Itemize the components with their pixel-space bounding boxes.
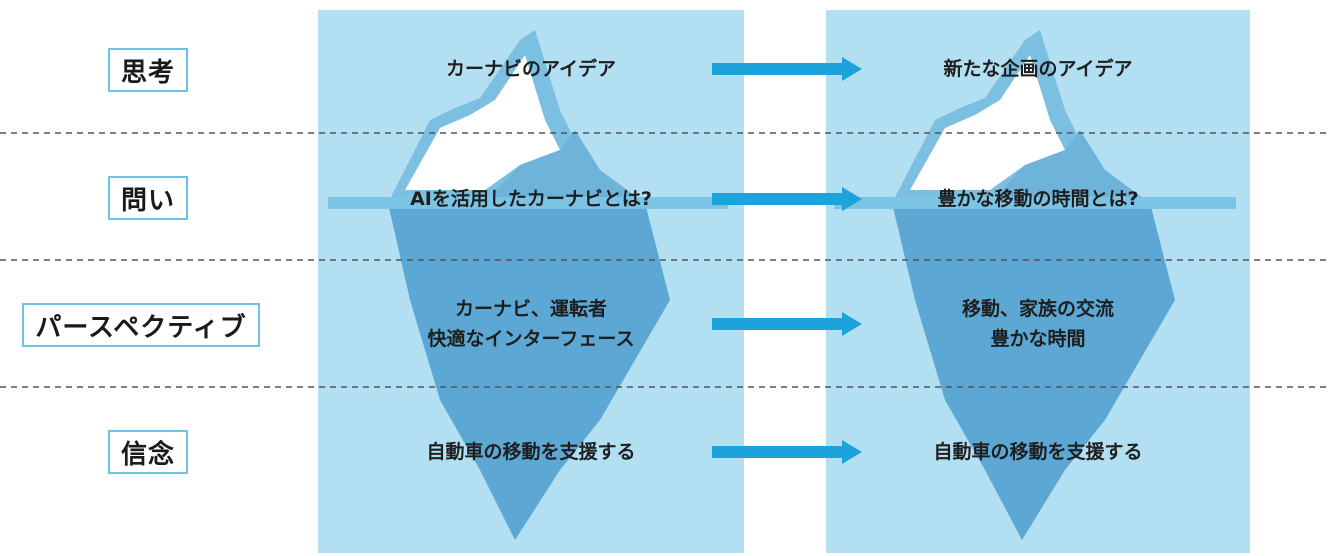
transformation-arrows [712, 57, 862, 464]
right-belief-line-1: 自動車の移動を支援する [933, 441, 1143, 463]
level-label-question: 問い [108, 176, 188, 220]
left-iceberg-mid-face [485, 130, 645, 203]
left-thinking-line-1: カーナビのアイデア [445, 58, 617, 80]
left-perspective-line-2: 快適なインターフェース [427, 328, 635, 350]
right-thinking-line-1: 新たな企画のアイデア [943, 58, 1133, 80]
left-thinking-text: カーナビのアイデア [318, 54, 744, 84]
right-perspective-line-2: 豊かな時間 [990, 328, 1086, 350]
arrow-level-3 [712, 312, 862, 336]
right-iceberg-panel [826, 10, 1250, 553]
arrow-level-4 [712, 440, 862, 464]
right-iceberg-snow-cap [910, 55, 1065, 190]
left-iceberg-panel [318, 10, 744, 553]
left-perspective-line-1: カーナビ、運転者 [454, 298, 607, 320]
left-question-line-1: AIを活用したカーナビとは? [410, 188, 652, 210]
level-label-thinking: 思考 [108, 48, 188, 92]
left-iceberg-underwater-body [388, 203, 670, 540]
level-dividers [0, 132, 1330, 388]
right-perspective-line-1: 移動、家族の交流 [961, 298, 1114, 320]
level-label-belief: 信念 [108, 430, 188, 474]
left-belief-line-1: 自動車の移動を支援する [426, 441, 636, 463]
right-belief-text: 自動車の移動を支援する [826, 437, 1250, 467]
right-perspective-text: 移動、家族の交流 豊かな時間 [826, 294, 1250, 354]
right-waterline [834, 197, 1236, 209]
right-question-text: 豊かな移動の時間とは? [826, 184, 1250, 214]
left-perspective-text: カーナビ、運転者 快適なインターフェース [318, 294, 744, 354]
left-belief-text: 自動車の移動を支援する [318, 437, 744, 467]
right-question-line-1: 豊かな移動の時間とは? [937, 188, 1139, 210]
right-iceberg-underwater-body [892, 203, 1175, 540]
left-question-text: AIを活用したカーナビとは? [318, 184, 744, 214]
left-iceberg-snow-cap [405, 55, 560, 190]
left-waterline [328, 197, 728, 209]
right-iceberg-mid-face [990, 130, 1150, 203]
right-thinking-text: 新たな企画のアイデア [826, 54, 1250, 84]
arrow-level-1 [712, 57, 862, 81]
level-label-perspective: パースペクティブ [22, 303, 260, 347]
arrow-level-2 [712, 187, 862, 211]
